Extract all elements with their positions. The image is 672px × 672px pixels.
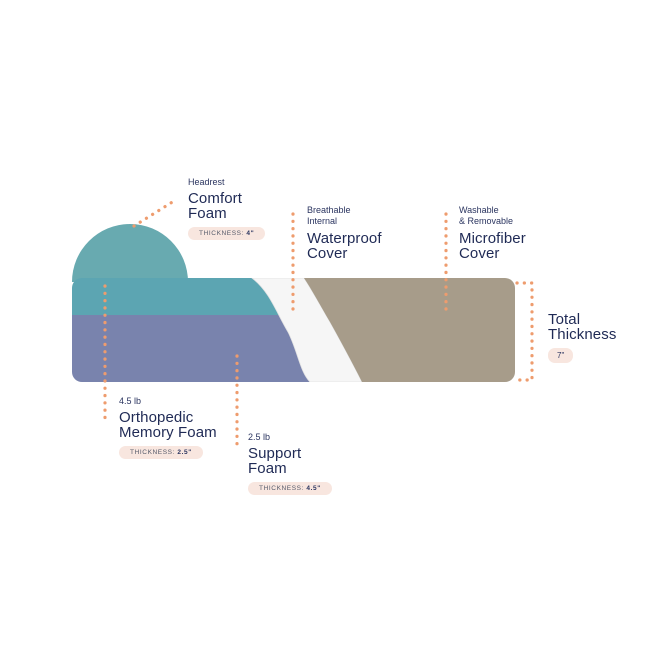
- microfiber-cover-layer: [304, 278, 515, 382]
- microfiber-small-line1: Washable: [459, 205, 499, 215]
- headrest-comfort-foam: [72, 224, 188, 282]
- support-label: 2.5 lb Support Foam THICKNESS: 4.5": [248, 432, 332, 495]
- support-title-line2: Foam: [248, 460, 287, 477]
- waterproof-title-line1: Waterproof: [307, 230, 382, 247]
- microfiber-label: Washable & Removable Microfiber Cover: [459, 205, 526, 261]
- waterproof-small-line2: Internal: [307, 216, 338, 226]
- total-thickness-pill: 7": [548, 348, 574, 363]
- microfiber-title-line1: Microfiber: [459, 230, 526, 247]
- orthopedic-thickness-pill: THICKNESS: 2.5": [119, 446, 203, 459]
- headrest-title-line2: Foam: [188, 205, 227, 222]
- support-thickness-pill: THICKNESS: 4.5": [248, 482, 332, 495]
- orthopedic-title-line2: Memory Foam: [119, 424, 217, 441]
- microfiber-title-line2: Cover: [459, 245, 500, 262]
- headrest-thickness-pill: THICKNESS: 4": [188, 227, 266, 240]
- headrest-label: Headrest Comfort Foam THICKNESS: 4": [188, 177, 266, 240]
- microfiber-small-line2: & Removable: [459, 216, 514, 226]
- total-thickness-bracket: [515, 281, 534, 382]
- support-small-text: 2.5 lb: [248, 432, 271, 442]
- headrest-title-line1: Comfort: [188, 190, 243, 207]
- total-thickness-label: Total Thickness 7": [548, 312, 616, 363]
- headrest-leader-line: [132, 199, 176, 228]
- total-title-line1: Total: [548, 311, 581, 328]
- orthopedic-label: 4.5 lb Orthopedic Memory Foam THICKNESS:…: [119, 396, 217, 459]
- orthopedic-small-text: 4.5 lb: [119, 396, 142, 406]
- waterproof-title-line2: Cover: [307, 245, 348, 262]
- total-title-line2: Thickness: [548, 326, 617, 343]
- waterproof-label: Breathable Internal Waterproof Cover: [307, 205, 382, 261]
- waterproof-small-line1: Breathable: [307, 205, 351, 215]
- support-title-line1: Support: [248, 445, 302, 462]
- headrest-small-text: Headrest: [188, 177, 225, 187]
- orthopedic-title-line1: Orthopedic: [119, 409, 194, 426]
